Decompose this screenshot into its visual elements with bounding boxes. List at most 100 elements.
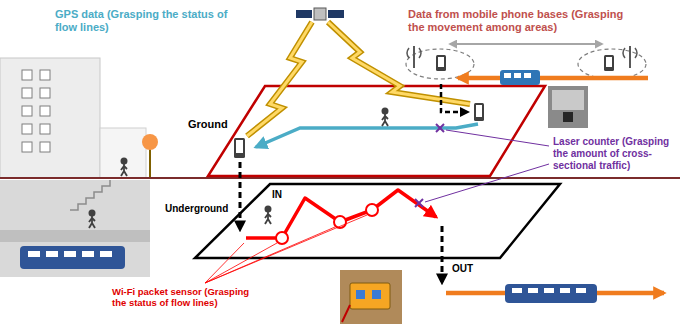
walking-person (89, 210, 95, 228)
building (100, 128, 146, 178)
ground-plane (208, 86, 545, 176)
underground-train (28, 251, 40, 257)
train (512, 288, 522, 293)
walking-person (382, 108, 387, 113)
tree (142, 134, 158, 178)
walking-person (265, 206, 271, 224)
sensor-point (366, 204, 378, 216)
wifi-sensor-photo (356, 290, 365, 299)
bus (514, 73, 521, 78)
mobile-phone (436, 55, 446, 71)
count-mark (415, 199, 423, 207)
walking-person (385, 116, 388, 119)
bus (504, 73, 511, 78)
mobile-phone (604, 55, 614, 71)
travel-arrow (458, 76, 648, 81)
wifi-sensor-photo (350, 283, 390, 309)
building (40, 142, 50, 152)
wifi-sensor-photo (372, 290, 381, 299)
walking-person (124, 166, 127, 169)
underground-train (20, 246, 125, 269)
underground-area (0, 180, 150, 277)
mobile-phone (234, 138, 245, 158)
walking-person (92, 218, 95, 221)
between-areas-arrow (450, 43, 602, 45)
out-arrow (441, 226, 444, 283)
underground-train (20, 246, 125, 269)
walking-person (121, 158, 127, 176)
mobile-caption: Data from mobile phone bases (Grasping t… (408, 8, 638, 34)
cell-tower (407, 48, 409, 58)
laser-counter-photo (552, 90, 584, 110)
laser-leader-line (425, 164, 549, 202)
walking-person (89, 210, 94, 215)
out-label: OUT (452, 263, 473, 275)
building (22, 142, 32, 152)
count-mark (415, 124, 444, 207)
cell-tower (635, 48, 637, 58)
gps-caption: GPS data (Grasping the status of flow li… (55, 8, 240, 34)
bus (500, 70, 540, 85)
walking-person (265, 206, 270, 211)
wifi-flow-line (246, 190, 436, 238)
train (576, 288, 586, 293)
satellite (296, 8, 344, 20)
laser-leader-line (425, 130, 549, 202)
mobile-phone (474, 103, 484, 121)
base-station-area (406, 49, 474, 79)
sensor-point (276, 232, 288, 244)
bus (500, 70, 540, 85)
in-label: IN (272, 189, 282, 201)
in-arrow (239, 162, 242, 230)
walking-person (124, 171, 127, 176)
underground-train (100, 251, 112, 257)
building (22, 124, 32, 134)
mobile-phone (606, 57, 612, 67)
gps-signal-bolt (247, 22, 312, 136)
satellite (328, 10, 344, 18)
laser-counter-photo (548, 86, 588, 128)
underground-train (46, 251, 58, 257)
train (505, 284, 597, 303)
train (544, 288, 554, 293)
count-mark (436, 124, 444, 132)
wifi-caption: Wi-Fi packet sensor (Grasping the status… (112, 286, 262, 309)
underground-train (82, 251, 94, 257)
laser-counter-photo (548, 86, 588, 128)
ground-line (0, 177, 680, 179)
base-station-area (578, 49, 646, 79)
wifi-sensor-photo (340, 270, 402, 324)
gps-signal-bolt (328, 22, 470, 104)
cell-tower (419, 48, 421, 58)
wifi-sensor-photo (342, 305, 350, 322)
underground-area (70, 180, 110, 210)
building (40, 106, 50, 116)
count-mark (436, 124, 444, 132)
mobile-phone (476, 105, 482, 117)
tree (142, 134, 158, 150)
wifi-leader-line (205, 243, 244, 283)
mobile-phone (236, 140, 243, 153)
tree (149, 148, 151, 178)
building (40, 88, 50, 98)
gps-signal-bolt (247, 22, 312, 136)
building (22, 70, 32, 80)
cell-tower (629, 46, 631, 68)
walking-person (121, 158, 126, 163)
underground-area (0, 230, 150, 242)
laser-caption: Laser counter (Grasping the amount of cr… (553, 136, 675, 172)
wifi-sensor-photo (340, 270, 402, 324)
building (22, 106, 32, 116)
train (528, 288, 538, 293)
underground-train (64, 251, 76, 257)
walking-person (268, 219, 271, 224)
mobile-phone (438, 57, 444, 67)
handover-arrow (441, 84, 468, 112)
bus (524, 73, 531, 78)
gps-signal-bolt (328, 22, 470, 104)
building (0, 58, 100, 178)
underground-plane (195, 184, 560, 258)
cell-tower (407, 46, 637, 68)
wifi-leader-line (205, 243, 277, 283)
